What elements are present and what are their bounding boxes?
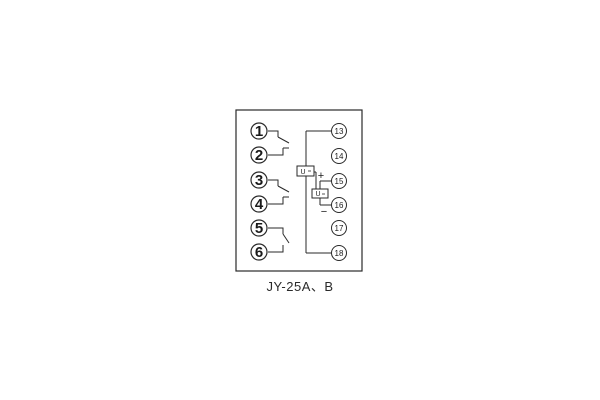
svg-text:3: 3	[255, 172, 263, 189]
svg-text:U: U	[300, 169, 305, 176]
terminal-1: 1	[250, 122, 268, 140]
svg-text:2: 2	[255, 147, 263, 164]
svg-text:16: 16	[335, 201, 344, 210]
contact-1-2	[268, 130, 290, 156]
terminal-4: 4	[250, 195, 268, 213]
svg-text:15: 15	[335, 177, 344, 186]
terminal-15: 15	[331, 173, 347, 189]
terminal-3: 3	[250, 171, 268, 189]
coil-lower: U	[311, 188, 329, 199]
terminal-5: 5	[250, 219, 268, 237]
plus-sign: +	[318, 170, 324, 182]
minus-sign: −	[321, 206, 327, 218]
terminal-13: 13	[331, 123, 347, 139]
svg-text:14: 14	[335, 152, 344, 161]
contact-3-4	[268, 179, 290, 205]
model-label: JY-25A、B	[266, 279, 334, 294]
terminal-17: 17	[331, 220, 347, 236]
svg-text:13: 13	[335, 127, 344, 136]
terminal-18: 18	[331, 245, 347, 261]
svg-text:18: 18	[335, 249, 344, 258]
right-terminals: 13 14 15 16 17 18	[331, 123, 347, 261]
svg-text:U: U	[315, 191, 320, 198]
coil-upper: U	[296, 165, 315, 177]
terminal-2: 2	[250, 146, 268, 164]
svg-text:1: 1	[255, 123, 263, 140]
left-terminals: 1 2 3 4 5 6	[250, 122, 268, 261]
terminal-14: 14	[331, 148, 347, 164]
terminal-6: 6	[250, 243, 268, 261]
svg-text:17: 17	[335, 224, 344, 233]
svg-text:6: 6	[255, 244, 263, 261]
diagram-frame	[235, 109, 363, 272]
svg-text:4: 4	[255, 196, 264, 213]
terminal-16: 16	[331, 197, 347, 213]
svg-text:5: 5	[255, 220, 263, 237]
contact-5-6	[268, 227, 290, 253]
